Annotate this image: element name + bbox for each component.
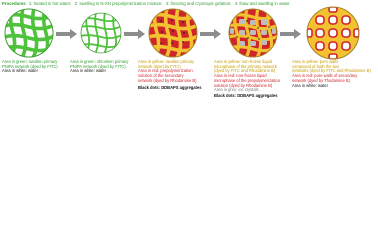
- arrow-step-4: [280, 28, 302, 40]
- caption-1-green-2: PNIPA network (dyed by FITC): [2, 63, 58, 69]
- swollen-mixture-circle: [148, 8, 198, 58]
- caption-1-green: Area in green: swollen primary: [2, 59, 58, 64]
- caption-5-line-4: Area in red: pore walls of secondary: [292, 73, 358, 79]
- caption-thawed-gel: Area in yellow: pore walls composed of b…: [292, 59, 371, 88]
- caption-2-white: Area in white: water: [70, 68, 106, 74]
- procedures-line: Procedures 1: heated in hot water; 2: sw…: [2, 1, 378, 6]
- caption-4-line-7: Area in grey: ice crystals: [214, 87, 259, 93]
- caption-5-line-1: Area in yellow: pore walls: [292, 59, 339, 64]
- caption-4-line-4: Area in red: non-frozen liquid: [214, 73, 267, 79]
- arrow-step-2: [124, 28, 146, 40]
- caption-frozen-gel: Area in yellow: non-frozen liquid microp…: [214, 59, 280, 99]
- shrunken-network-circle: [80, 12, 122, 54]
- step-number-3: 3: [208, 28, 212, 34]
- swollen-network-circle: [4, 8, 54, 58]
- step-number-1: 1: [64, 28, 68, 34]
- caption-3-black: Black dots: DDBAPS aggregates: [138, 84, 202, 90]
- frozen-gel-circle: [228, 8, 278, 58]
- procedure-item-1: 1: heated in hot water;: [28, 1, 72, 6]
- caption-2-green-2: PNIPA network (dyed by FITC): [70, 63, 126, 69]
- caption-4-line-6: solution (dyed by Rhodamine B): [214, 82, 273, 88]
- procedure-item-3: 3: freezing and cryotropic gelation;: [165, 1, 232, 6]
- procedures-label: Procedures: [2, 1, 26, 6]
- caption-5-line-3: networks (dyed by FITC and Rhodamine B): [292, 68, 371, 74]
- caption-3-line-3: Area in red: prepolymerization: [138, 68, 193, 74]
- caption-4-line-3: (dyed by FITC and Rhodamine B): [214, 68, 276, 74]
- step-number-4: 4: [288, 28, 292, 34]
- caption-4-line-5: microphase of the prepolymerization: [214, 77, 280, 83]
- thawed-gel-circle: [306, 6, 360, 60]
- caption-3-line-5: network (dyed by Rhodamine B): [138, 77, 197, 83]
- caption-4-line-2: microphase of the primary network: [214, 63, 277, 69]
- caption-3-line-4: solution of the secondary: [138, 73, 184, 79]
- caption-3-line-1: Area in yellow: swollen primary: [138, 59, 195, 64]
- caption-4-black: Black dots: DDBAPS aggregates: [214, 92, 278, 98]
- caption-5-line-2: composed of both the two: [292, 63, 339, 69]
- procedure-item-2: 2: swelling in N-SN prepolymerization mi…: [74, 1, 163, 6]
- caption-4-line-1: Area in yellow: non-frozen liquid: [214, 59, 273, 64]
- arrow-step-3: [200, 28, 222, 40]
- caption-swollen-network: Area in green: swollen primary PNIPA net…: [2, 59, 58, 74]
- caption-5-line-6: Area in white: water: [292, 82, 328, 88]
- caption-2-green: Area in green: shrunken primary: [70, 59, 129, 64]
- caption-swollen-mixture: Area in yellow: swollen primary network …: [138, 59, 202, 90]
- caption-shrunken-network: Area in green: shrunken primary PNIPA ne…: [70, 59, 129, 74]
- arrow-step-1: [56, 28, 78, 40]
- caption-3-line-2: network (dyed by FITC): [138, 63, 181, 69]
- procedure-item-4: 4: thaw and swelling in water: [234, 1, 290, 6]
- caption-1-white: Area in white: water: [2, 68, 38, 74]
- caption-5-line-5: network (dyed by Thodamine B): [292, 77, 350, 83]
- step-number-2: 2: [132, 28, 136, 34]
